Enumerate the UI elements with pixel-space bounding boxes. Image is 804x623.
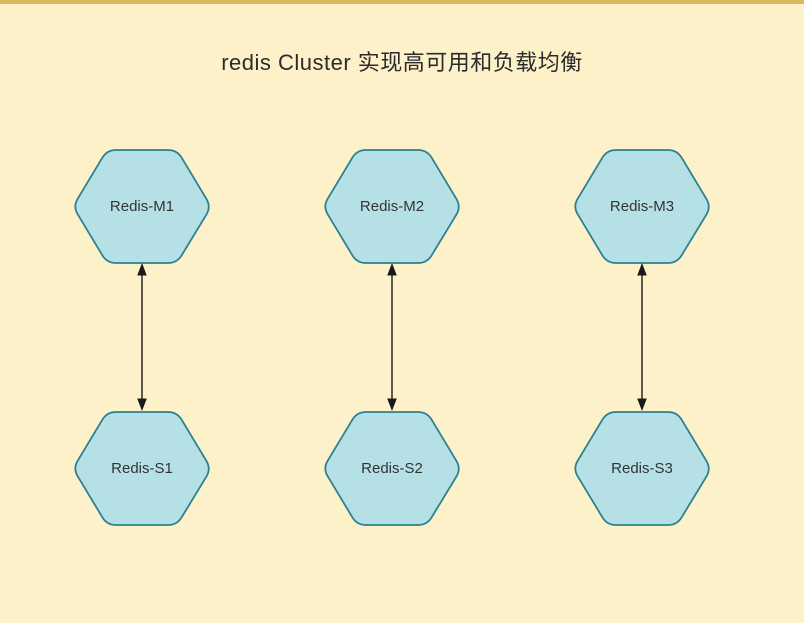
arrow-m1-s1[interactable] bbox=[132, 263, 152, 411]
node-redis-m2[interactable]: Redis-M2 bbox=[321, 148, 463, 265]
node-redis-s3[interactable]: Redis-S3 bbox=[571, 410, 713, 527]
hexagon-shape bbox=[574, 411, 710, 526]
top-accent-bar bbox=[0, 0, 804, 4]
node-redis-m1[interactable]: Redis-M1 bbox=[71, 148, 213, 265]
node-redis-s1[interactable]: Redis-S1 bbox=[71, 410, 213, 527]
diagram-title: redis Cluster 实现高可用和负载均衡 bbox=[221, 50, 583, 75]
node-label: Redis-S3 bbox=[611, 460, 673, 477]
arrow-m3-s3[interactable] bbox=[632, 263, 652, 411]
node-label: Redis-M2 bbox=[359, 198, 425, 215]
hexagon-shape bbox=[74, 411, 210, 526]
arrow-m2-s2[interactable] bbox=[382, 263, 402, 411]
node-label: Redis-M3 bbox=[609, 198, 675, 215]
node-redis-s2[interactable]: Redis-S2 bbox=[321, 410, 463, 527]
node-label: Redis-M1 bbox=[109, 198, 175, 215]
node-label: Redis-S2 bbox=[361, 460, 423, 477]
hexagon-shape bbox=[74, 149, 210, 264]
hexagon-shape bbox=[574, 149, 710, 264]
node-redis-m3[interactable]: Redis-M3 bbox=[571, 148, 713, 265]
hexagon-shape bbox=[324, 149, 460, 264]
node-label: Redis-S1 bbox=[111, 460, 173, 477]
hexagon-shape bbox=[324, 411, 460, 526]
